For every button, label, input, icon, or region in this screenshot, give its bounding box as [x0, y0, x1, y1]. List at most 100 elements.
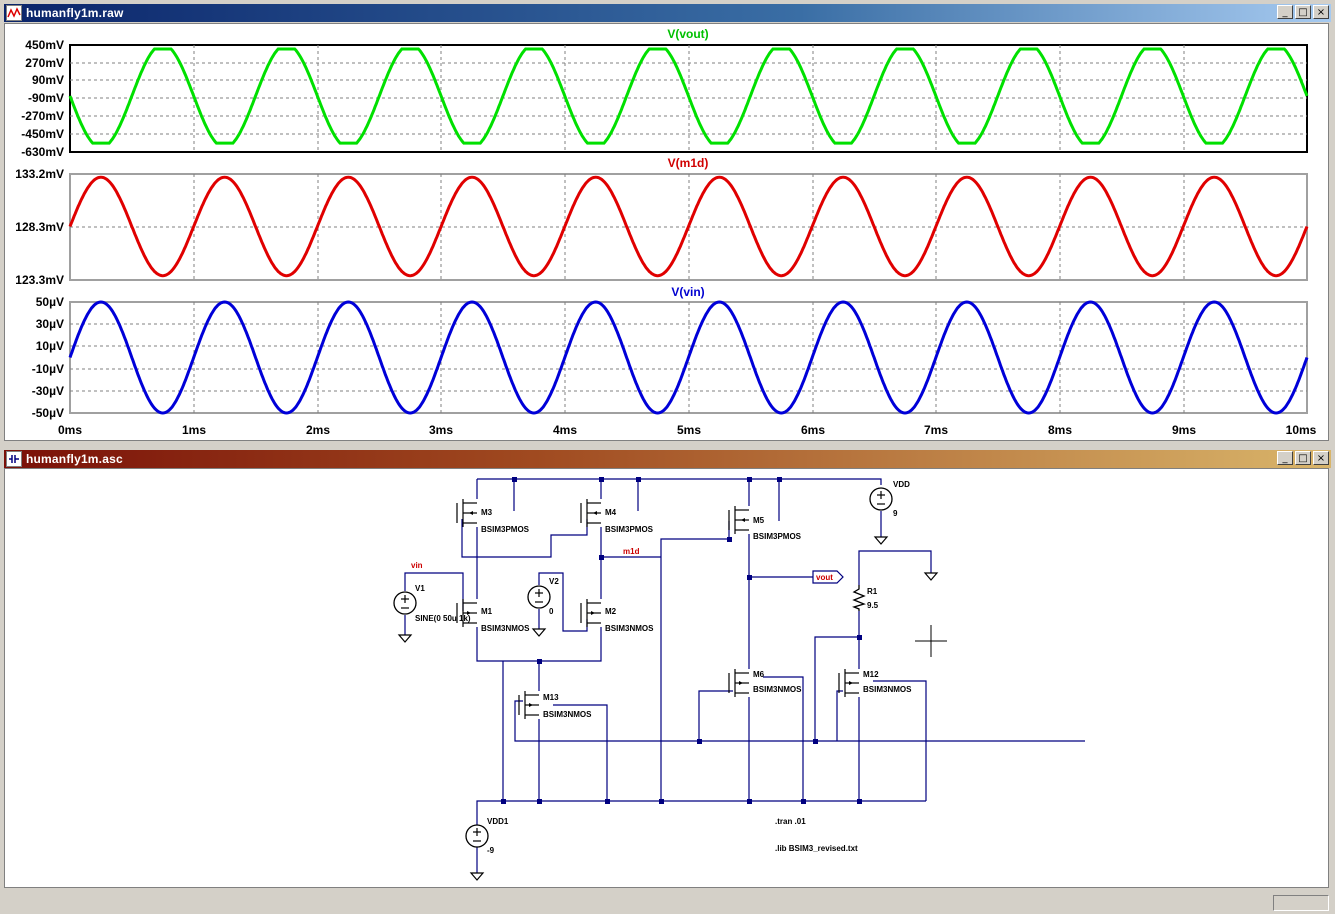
component-value: -9	[487, 846, 495, 855]
minimize-button[interactable]: _	[1277, 451, 1293, 465]
y-tick-label: 270mV	[25, 56, 64, 70]
y-tick-label: 90mV	[32, 73, 64, 87]
y-tick-label: -90mV	[28, 91, 64, 105]
trace-m1d	[68, 175, 1309, 278]
voltage-source-vdd[interactable]	[869, 487, 893, 511]
y-tick-label: 133.2mV	[15, 167, 64, 181]
component-name: VDD1	[487, 817, 509, 826]
pane-vin[interactable]: V(vin) 50µV 30µV 10µV -10µV -30µV	[32, 285, 1309, 420]
transistor-m2[interactable]	[580, 598, 602, 628]
trace-label-vin[interactable]: V(vin)	[671, 285, 704, 299]
x-tick-label: 3ms	[429, 423, 453, 437]
resistor-r1[interactable]	[852, 585, 866, 611]
y-tick-label: 30µV	[36, 317, 64, 331]
spice-directive-lib: .lib BSIM3_revised.txt	[775, 844, 858, 853]
waveform-title: humanfly1m.raw	[26, 6, 124, 20]
component-model: BSIM3NMOS	[481, 624, 530, 633]
trace-label-vout[interactable]: V(vout)	[667, 27, 708, 41]
waveform-window: humanfly1m.raw _ □ × V(vout)	[0, 0, 1335, 445]
component-name: M2	[605, 607, 617, 616]
status-panel	[1273, 895, 1329, 911]
x-tick-label: 7ms	[924, 423, 948, 437]
net-label-m1d: m1d	[623, 547, 640, 556]
y-tick-label: 128.3mV	[15, 220, 64, 234]
vout-port[interactable]	[812, 570, 844, 584]
x-tick-label: 4ms	[553, 423, 577, 437]
component-model: BSIM3NMOS	[543, 710, 592, 719]
component-model: BSIM3PMOS	[605, 525, 654, 534]
trace-label-m1d[interactable]: V(m1d)	[668, 156, 709, 170]
x-tick-label: 10ms	[1286, 423, 1317, 437]
waveform-plot-area[interactable]: V(vout) 450mV 270mV 90mV -90mV	[4, 23, 1329, 441]
x-tick-label: 2ms	[306, 423, 330, 437]
status-bar	[0, 892, 1335, 914]
component-value: 9	[893, 509, 898, 518]
net-label-vin: vin	[411, 561, 423, 570]
close-button[interactable]: ×	[1313, 5, 1329, 19]
junction-dots	[501, 477, 862, 804]
transistor-m5[interactable]	[728, 505, 750, 535]
transistor-m3[interactable]	[456, 498, 478, 528]
voltage-source-v1[interactable]	[393, 591, 417, 615]
y-tick-label: 123.3mV	[15, 273, 64, 287]
transistor-m12[interactable]	[838, 668, 860, 698]
spice-directive-tran: .tran .01	[775, 817, 806, 826]
y-tick-label: -30µV	[32, 384, 64, 398]
pane-vout[interactable]: V(vout) 450mV 270mV 90mV -90mV	[21, 27, 1309, 159]
component-name: M5	[753, 516, 765, 525]
component-model: BSIM3NMOS	[753, 685, 802, 694]
y-tick-label: -450mV	[21, 127, 64, 141]
waveform-icon	[6, 5, 22, 21]
ground-icon	[470, 872, 484, 881]
schematic-canvas[interactable]: M3 BSIM3PMOS M4 BSIM3PMOS M5 BSIM3PMOS M…	[4, 468, 1329, 888]
trace-vin	[68, 300, 1309, 415]
x-tick-label: 1ms	[182, 423, 206, 437]
transistor-m6[interactable]	[728, 668, 750, 698]
y-tick-label: -50µV	[32, 406, 64, 420]
component-name: M13	[543, 693, 559, 702]
transistor-m13[interactable]	[518, 690, 540, 720]
y-tick-label: -630mV	[21, 145, 64, 159]
maximize-button[interactable]: □	[1295, 5, 1311, 19]
x-tick-label: 9ms	[1172, 423, 1196, 437]
component-model: BSIM3NMOS	[863, 685, 912, 694]
schematic-title: humanfly1m.asc	[26, 452, 123, 466]
component-model: BSIM3PMOS	[481, 525, 530, 534]
component-value: SINE(0 50u 1k)	[415, 614, 471, 623]
waveform-titlebar[interactable]: humanfly1m.raw _ □ ×	[4, 4, 1331, 22]
minimize-button[interactable]: _	[1277, 5, 1293, 19]
component-name: V1	[415, 584, 425, 593]
ground-icon	[924, 572, 938, 581]
voltage-source-v2[interactable]	[527, 585, 551, 609]
ground-icon	[874, 536, 888, 545]
close-button[interactable]: ×	[1313, 451, 1329, 465]
pane-m1d[interactable]: V(m1d) 133.2mV 128.3mV 123.3mV	[15, 156, 1309, 287]
component-model: BSIM3NMOS	[605, 624, 654, 633]
x-axis[interactable]: 0ms 1ms 2ms 3ms 4ms 5ms 6ms 7ms 8ms 9ms …	[58, 423, 1317, 437]
y-tick-label: 10µV	[36, 339, 64, 353]
schematic-titlebar[interactable]: humanfly1m.asc _ □ ×	[4, 450, 1331, 468]
transistor-m4[interactable]	[580, 498, 602, 528]
ground-icon	[398, 634, 412, 643]
y-tick-label: -10µV	[32, 362, 64, 376]
net-label-vout: vout	[816, 573, 833, 582]
component-name: M12	[863, 670, 879, 679]
ground-icon	[532, 628, 546, 637]
crosshair-cursor-icon	[915, 625, 947, 657]
component-model: BSIM3PMOS	[753, 532, 802, 541]
voltage-source-vdd1[interactable]	[465, 824, 489, 848]
component-name: VDD	[893, 480, 910, 489]
x-tick-label: 5ms	[677, 423, 701, 437]
schematic-window: humanfly1m.asc _ □ ×	[0, 445, 1335, 892]
wires	[404, 478, 1085, 873]
y-tick-label: 50µV	[36, 295, 64, 309]
schematic-icon	[6, 451, 22, 467]
trace-vout	[68, 47, 1309, 145]
component-value: 0	[549, 607, 554, 616]
x-tick-label: 8ms	[1048, 423, 1072, 437]
component-value: 9.5	[867, 601, 879, 610]
maximize-button[interactable]: □	[1295, 451, 1311, 465]
y-tick-label: -270mV	[21, 109, 64, 123]
component-name: M4	[605, 508, 617, 517]
x-tick-label: 0ms	[58, 423, 82, 437]
